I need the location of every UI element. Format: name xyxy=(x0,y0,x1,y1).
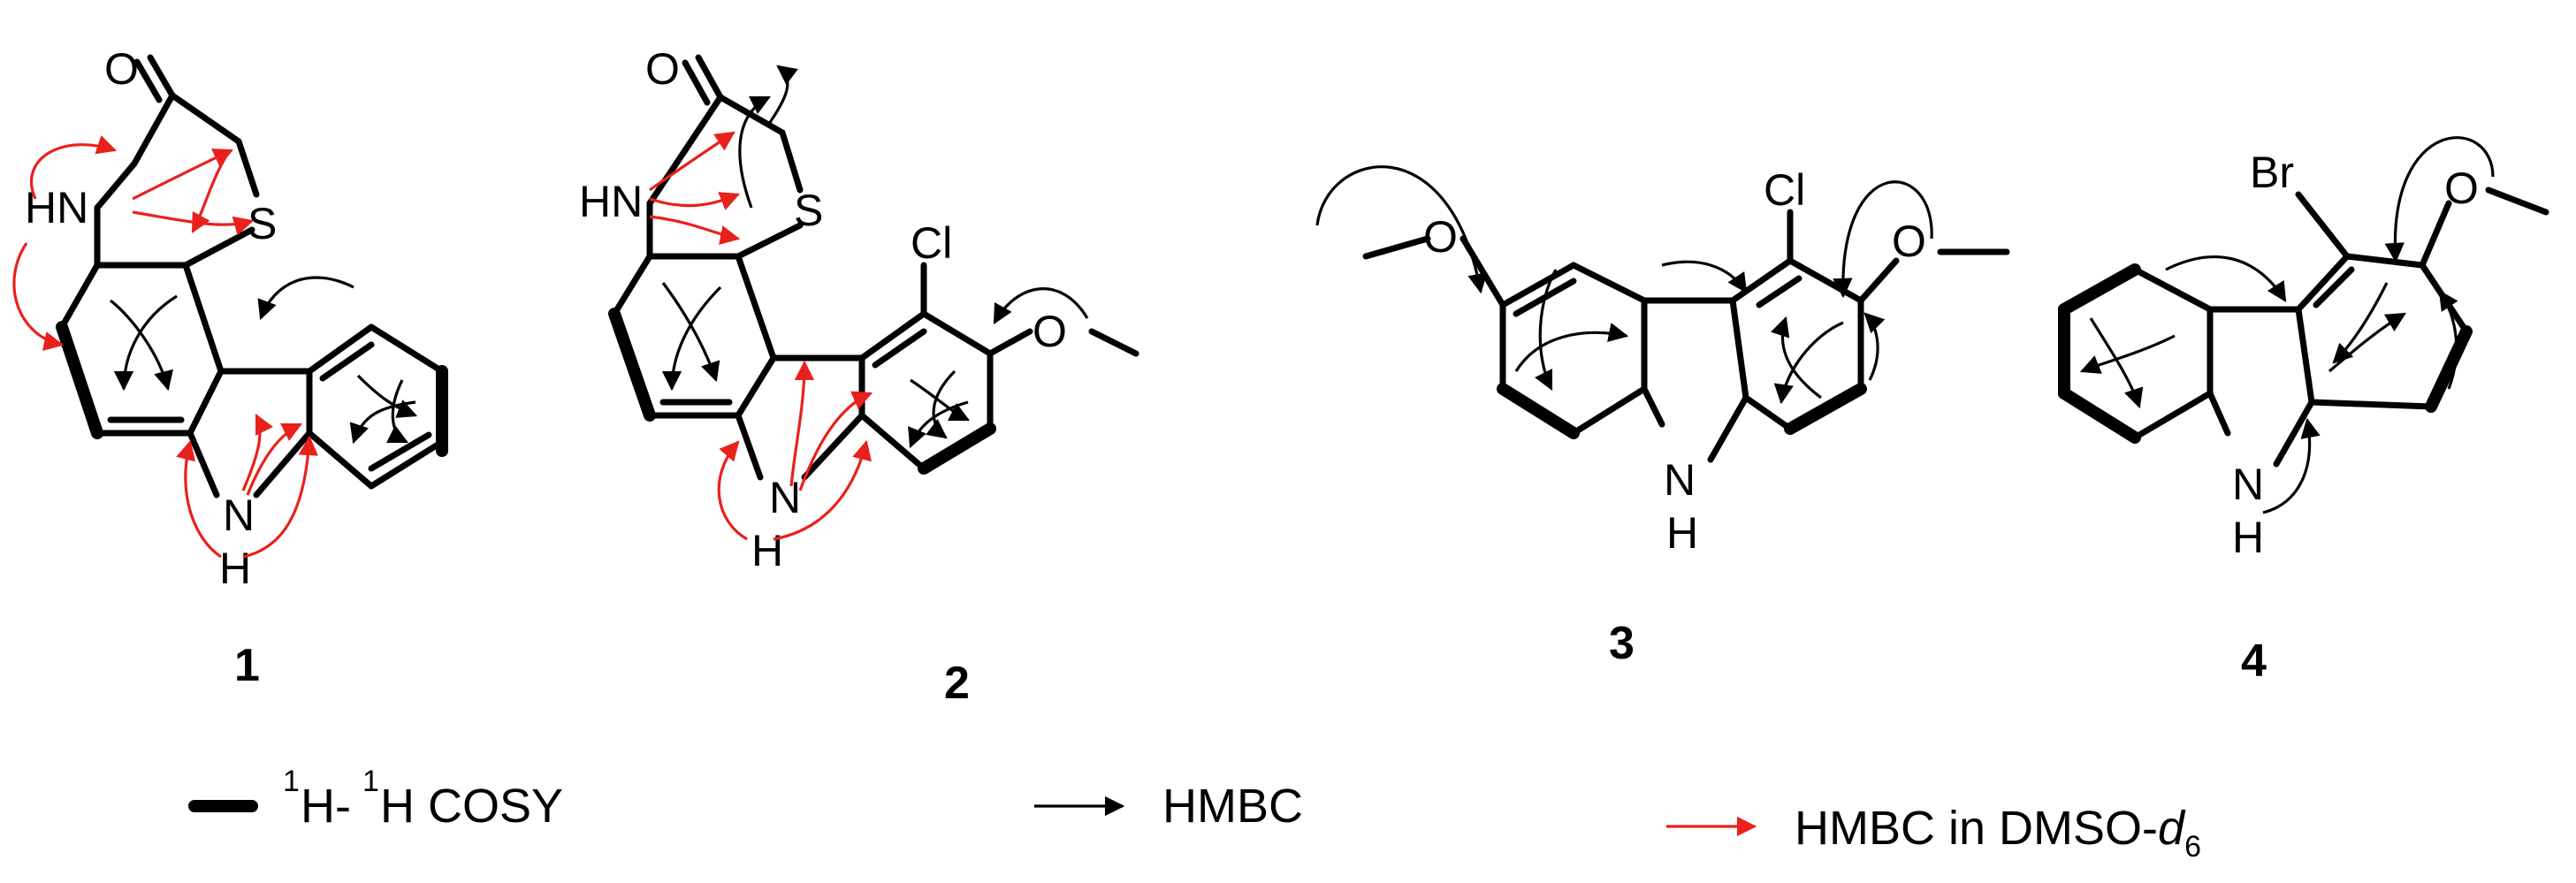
compound-3-methoxy-oxygen-right: O xyxy=(1892,217,1926,266)
compound-3-indole-n: N xyxy=(1664,455,1696,505)
compound-1-structure: O HN S N H 1 xyxy=(12,44,448,691)
compound-2-label: 2 xyxy=(944,658,970,709)
compound-4-cosy-left-3 xyxy=(2058,387,2141,444)
compound-3-left-ring xyxy=(1362,235,1648,437)
compound-4-methoxy-oxygen: O xyxy=(2444,164,2479,213)
compound-2-sulfur: S xyxy=(794,186,823,235)
compound-2-hmbc-arrows xyxy=(649,65,1089,541)
compound-4-cosy-left-2 xyxy=(2058,263,2141,316)
legend-hmbc-dmso-text: HMBC in DMSO- xyxy=(1795,802,2158,855)
compound-1-amide-nh: HN xyxy=(25,183,88,232)
compound-1-indole-h: H xyxy=(219,544,251,593)
compound-1-label: 1 xyxy=(234,640,260,691)
compound-1-sulfur: S xyxy=(248,199,277,248)
compound-4-structure: Br O N H 4 xyxy=(2058,136,2549,687)
compound-3-methoxy-oxygen-left: O xyxy=(1423,212,1458,262)
legend: 1 H- 1 H COSY HMBC HMBC in DMSO-d6 xyxy=(188,765,2201,864)
compound-2-benzo-cosy xyxy=(918,422,996,475)
compound-3-indole-h: H xyxy=(1666,508,1698,558)
compound-4-bromine: Br xyxy=(2250,148,2294,197)
compound-4-cosy-right xyxy=(2425,325,2473,413)
legend-hmbc: HMBC xyxy=(1034,780,1303,833)
compound-2-indole-h: H xyxy=(751,526,783,575)
compound-1-cosy-bond xyxy=(56,321,103,439)
compound-3-label: 3 xyxy=(1609,618,1635,669)
compound-1-lactam-ring xyxy=(94,54,260,211)
compound-3-right-ring xyxy=(1729,209,2010,432)
compound-4-indole-h: H xyxy=(2232,513,2264,562)
compound-2-cosy-bond xyxy=(608,308,656,422)
legend-cosy-superscript-1: 1 xyxy=(283,765,300,798)
compound-4-hmbc-arrows xyxy=(2079,136,2495,514)
compound-2-amide-nh: HN xyxy=(579,177,643,226)
compound-2-chlorine: Cl xyxy=(911,218,952,268)
legend-hmbc-dmso-italic: d xyxy=(2158,802,2186,855)
compound-3-pyrrole-ring xyxy=(1641,297,1749,463)
compound-4-pyrrole-ring xyxy=(2206,306,2315,468)
legend-cosy: 1 H- 1 H COSY xyxy=(188,765,563,833)
legend-hmbc-dmso-label: HMBC in DMSO-d6 xyxy=(1795,802,2201,864)
compound-4-indole-n: N xyxy=(2232,460,2264,509)
compound-1-oxygen: O xyxy=(104,44,139,94)
legend-cosy-text-2: H COSY xyxy=(380,780,563,833)
compound-3-chlorine: Cl xyxy=(1764,165,1805,215)
legend-hmbc-dmso: HMBC in DMSO-d6 xyxy=(1666,802,2201,864)
compound-1-hmbc-arrows xyxy=(12,135,418,559)
compound-3-hmbc-arrows xyxy=(1315,165,1933,405)
compound-4-right-ring xyxy=(2295,186,2549,410)
compound-2-lactam-ring xyxy=(646,54,804,207)
compound-3-right-cosy xyxy=(1784,383,1867,435)
legend-hmbc-dmso-subscript: 6 xyxy=(2184,830,2201,864)
compound-2-indole-n: N xyxy=(769,473,801,522)
compound-1-indole-n: N xyxy=(223,491,255,540)
legend-cosy-superscript-2: 1 xyxy=(362,765,379,798)
compound-2-methoxy-oxygen: O xyxy=(1033,307,1067,356)
compound-2-structure: O HN S Cl O N H 2 xyxy=(579,44,1139,709)
legend-cosy-text-1: H- xyxy=(301,780,351,833)
compound-3-left-cosy xyxy=(1497,383,1580,439)
compound-2-oxygen: O xyxy=(645,44,680,94)
compound-3-structure: Cl O O N H 3 xyxy=(1315,165,2010,669)
compound-4-label: 4 xyxy=(2241,636,2267,687)
legend-hmbc-label: HMBC xyxy=(1162,780,1303,833)
